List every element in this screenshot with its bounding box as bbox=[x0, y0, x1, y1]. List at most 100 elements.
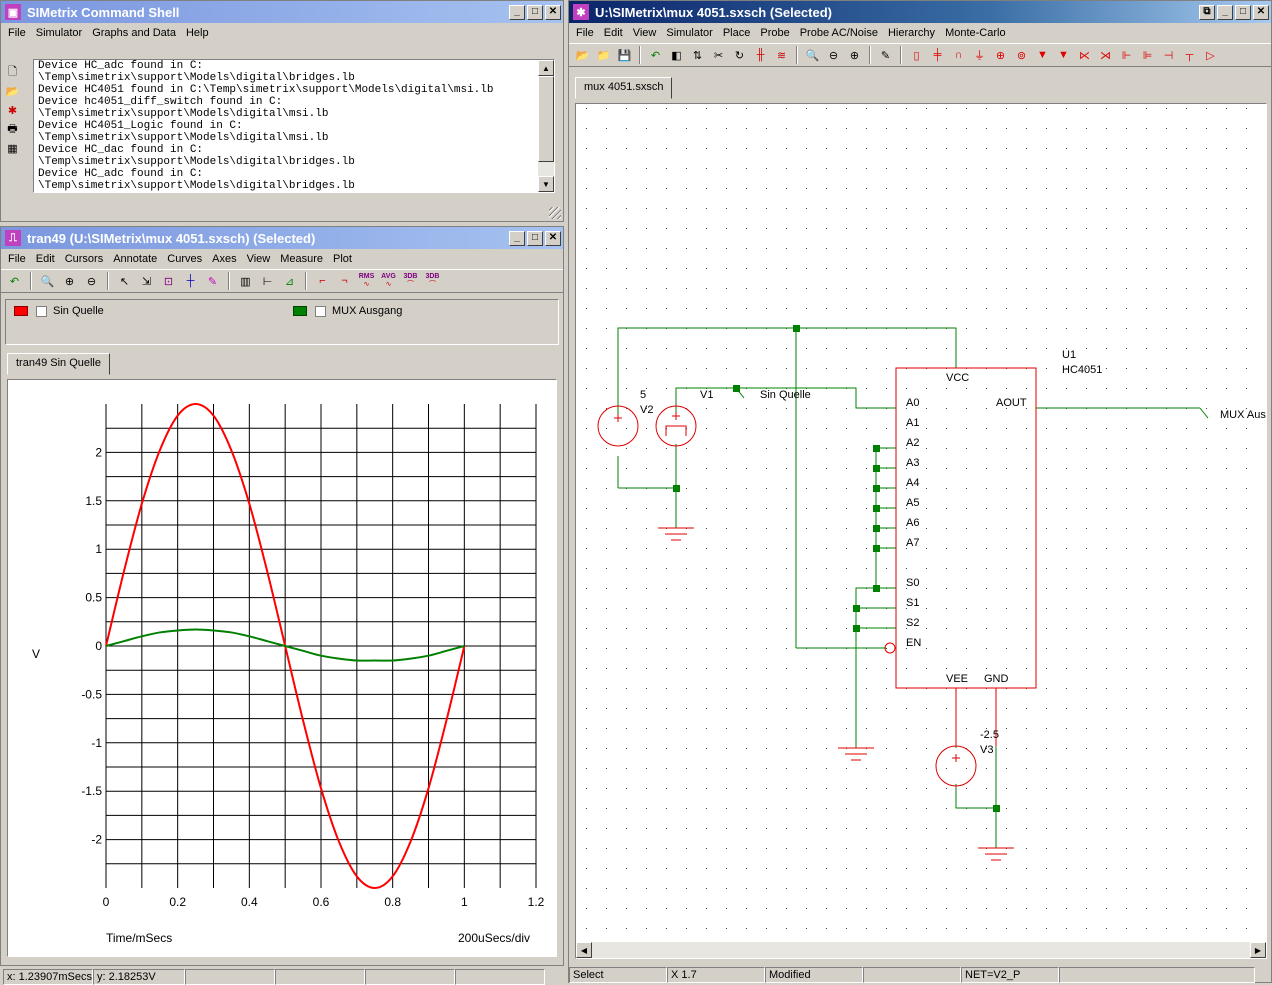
menu-plot[interactable]: Plot bbox=[333, 253, 352, 265]
new-file-icon[interactable]: 🗋 bbox=[8, 66, 17, 78]
menu-simulator[interactable]: Simulator bbox=[666, 27, 713, 39]
rms-icon[interactable]: RMS∿ bbox=[358, 273, 375, 288]
close-button[interactable]: ✕ bbox=[545, 230, 561, 246]
scroll-left-button[interactable]: ◀ bbox=[576, 942, 592, 958]
command-shell-log[interactable]: Device HC_adc found in C:\Temp\simetrix\… bbox=[33, 59, 555, 193]
voltage-source-icon[interactable]: ⊕ bbox=[995, 49, 1006, 62]
menu-view[interactable]: View bbox=[632, 27, 657, 39]
minimize-button[interactable]: _ bbox=[509, 230, 525, 246]
avg-icon[interactable]: AVG∿ bbox=[381, 273, 396, 288]
schematic-canvas[interactable]: U1 HC4051 VCC AOUT A0 A1 A2 A3 A4 A5 A6 … bbox=[575, 103, 1267, 959]
pnp-icon[interactable]: ⋊ bbox=[1100, 49, 1111, 62]
menu-probe[interactable]: Probe bbox=[760, 27, 790, 39]
tab-mux-4051[interactable]: mux 4051.sxsch bbox=[575, 77, 673, 99]
capacitor-icon[interactable]: ╪ bbox=[933, 49, 942, 61]
scroll-up-button[interactable]: ▲ bbox=[538, 60, 554, 76]
scroll-right-button[interactable]: ▶ bbox=[1250, 942, 1266, 958]
resistor-icon[interactable]: ▯ bbox=[913, 49, 920, 62]
pen-icon[interactable]: ✎ bbox=[880, 49, 891, 62]
open-file-icon[interactable]: 📁 bbox=[596, 49, 611, 62]
close-button[interactable]: ✕ bbox=[1253, 4, 1269, 20]
save-icon[interactable]: 💾 bbox=[617, 49, 632, 62]
bus-icon[interactable]: ≋ bbox=[776, 49, 787, 62]
minimize-button[interactable]: _ bbox=[509, 4, 525, 20]
rotate-icon[interactable]: ↻ bbox=[734, 49, 745, 62]
open-folder-icon[interactable]: 📂 bbox=[575, 49, 590, 62]
scroll-down-button[interactable]: ▼ bbox=[538, 176, 554, 192]
schematic-hscrollbar[interactable]: ◀ ▶ bbox=[576, 942, 1266, 958]
minimize-button[interactable]: _ bbox=[1217, 4, 1233, 20]
menu-probe-ac-noise[interactable]: Probe AC/Noise bbox=[799, 27, 878, 39]
maximize-button[interactable]: □ bbox=[1235, 4, 1251, 20]
grid-icon[interactable]: ▥ bbox=[240, 275, 251, 288]
zoom-in-icon[interactable]: ⊕ bbox=[64, 275, 75, 288]
undo-icon[interactable]: ↶ bbox=[9, 275, 20, 288]
jfet-icon[interactable]: ⊣ bbox=[1163, 49, 1174, 62]
terminal-icon[interactable]: ┬ bbox=[1185, 49, 1194, 61]
npn-icon[interactable]: ⋉ bbox=[1079, 49, 1090, 62]
marker-icon[interactable]: ┼ bbox=[186, 275, 195, 287]
zoom-box-icon[interactable]: 🔍 bbox=[805, 49, 820, 62]
zoom-box-icon[interactable]: 🔍 bbox=[40, 275, 55, 288]
rise-icon[interactable]: ⌐ bbox=[319, 275, 326, 287]
menu-graphs-and-data[interactable]: Graphs and Data bbox=[92, 27, 176, 39]
current-source-icon[interactable]: ⊚ bbox=[1016, 49, 1027, 62]
graph-titlebar[interactable]: ⎍ tran49 (U:\SIMetrix\mux 4051.sxsch) (S… bbox=[1, 227, 563, 249]
tab-tran49-sin-quelle[interactable]: tran49 Sin Quelle bbox=[7, 353, 110, 375]
menu-edit[interactable]: Edit bbox=[603, 27, 623, 39]
menu-file[interactable]: File bbox=[576, 27, 594, 39]
3db-low-icon[interactable]: 3DB⌒ bbox=[403, 273, 418, 288]
options-icon[interactable]: ▦ bbox=[7, 143, 18, 155]
diode-icon[interactable]: ▼ bbox=[1037, 49, 1048, 61]
inductor-icon[interactable]: ∩ bbox=[954, 49, 963, 61]
menu-edit[interactable]: Edit bbox=[35, 253, 55, 265]
menu-place[interactable]: Place bbox=[722, 27, 751, 39]
palette-icon[interactable]: ✎ bbox=[207, 275, 218, 288]
menu-hierarchy[interactable]: Hierarchy bbox=[887, 27, 936, 39]
maximize-button[interactable]: □ bbox=[527, 230, 543, 246]
zener-icon[interactable]: ▼ bbox=[1058, 49, 1069, 61]
open-folder-icon[interactable]: 📂 bbox=[5, 86, 20, 98]
command-shell-titlebar[interactable]: ▣ SIMetrix Command Shell _ □ ✕ bbox=[1, 1, 563, 23]
opamp-icon[interactable]: ▷ bbox=[1206, 49, 1215, 62]
cut-icon[interactable]: ✂ bbox=[713, 49, 724, 62]
menu-axes[interactable]: Axes bbox=[212, 253, 237, 265]
menu-curves[interactable]: Curves bbox=[167, 253, 203, 265]
command-shell-window[interactable]: ▣ SIMetrix Command Shell _ □ ✕ File Simu… bbox=[0, 0, 564, 222]
fall-icon[interactable]: ¬ bbox=[341, 275, 348, 287]
schematic-window[interactable]: ✱ U:\SIMetrix\mux 4051.sxsch (Selected) … bbox=[568, 0, 1272, 983]
menu-monte-carlo[interactable]: Monte-Carlo bbox=[945, 27, 1006, 39]
menu-help[interactable]: Help bbox=[185, 27, 209, 39]
undo-icon[interactable]: ↶ bbox=[650, 49, 661, 62]
zoom-out-icon[interactable]: ⊖ bbox=[828, 49, 839, 62]
print-icon[interactable]: 🖶 bbox=[7, 123, 18, 135]
label-icon[interactable]: ⊡ bbox=[163, 275, 174, 288]
stack-icon[interactable]: ⊿ bbox=[284, 275, 295, 288]
new-schematic-icon[interactable]: ✱ bbox=[7, 105, 18, 117]
menu-simulator[interactable]: Simulator bbox=[35, 27, 83, 39]
menu-file[interactable]: File bbox=[8, 27, 26, 39]
nmos-icon[interactable]: ⊩ bbox=[1121, 49, 1132, 62]
menu-cursors[interactable]: Cursors bbox=[64, 253, 104, 265]
legend-checkbox-mux-ausgang[interactable] bbox=[315, 306, 326, 317]
pmos-icon[interactable]: ⊫ bbox=[1142, 49, 1153, 62]
axis-icon[interactable]: ⊢ bbox=[262, 275, 273, 288]
close-button[interactable]: ✕ bbox=[545, 4, 561, 20]
graph-window[interactable]: ⎍ tran49 (U:\SIMetrix\mux 4051.sxsch) (S… bbox=[0, 226, 564, 985]
zoom-out-icon[interactable]: ⊖ bbox=[86, 275, 97, 288]
mirror-icon[interactable]: ◧ bbox=[671, 49, 682, 62]
resize-grip-icon[interactable] bbox=[549, 207, 561, 219]
schematic-titlebar[interactable]: ✱ U:\SIMetrix\mux 4051.sxsch (Selected) … bbox=[569, 1, 1271, 23]
menu-file[interactable]: File bbox=[8, 253, 26, 265]
restore-child-icon[interactable]: ⧉ bbox=[1199, 4, 1215, 20]
menu-view[interactable]: View bbox=[246, 253, 271, 265]
flip-icon[interactable]: ⇅ bbox=[692, 49, 703, 62]
3db-high-icon[interactable]: 3DB⌒ bbox=[425, 273, 440, 288]
scroll-thumb[interactable] bbox=[538, 76, 554, 162]
maximize-button[interactable]: □ bbox=[527, 4, 543, 20]
cursor-pair-icon[interactable]: ⇲ bbox=[141, 275, 152, 288]
menu-annotate[interactable]: Annotate bbox=[113, 253, 158, 265]
wire-icon[interactable]: ╫ bbox=[756, 49, 765, 61]
cursor-icon[interactable]: ↖ bbox=[119, 275, 130, 288]
